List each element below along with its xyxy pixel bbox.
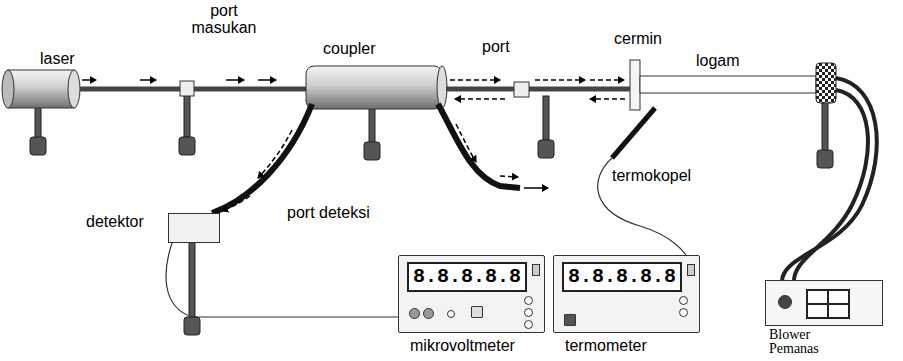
instrument-label: termometer [565, 337, 647, 355]
window-bar [808, 303, 848, 305]
control-knob [524, 296, 533, 305]
instrument-label: mikrovoltmeter [410, 337, 515, 355]
control-knob [423, 308, 434, 319]
part-label: port deteksi [287, 204, 370, 222]
control-knob [471, 306, 483, 318]
blower-housing [765, 280, 883, 326]
control-knob [564, 314, 576, 326]
part-label: port [482, 38, 510, 56]
part-label: port masukan [188, 2, 260, 36]
part-label: laser [40, 50, 75, 68]
control-knob [679, 308, 688, 317]
blower-label: Blower Pemanas [769, 328, 841, 356]
meter-indicator [687, 264, 695, 276]
digital-display: 8.8.8.8.8 [562, 262, 682, 292]
part-label: cermin [614, 30, 662, 48]
control-knob [524, 308, 533, 317]
control-knob [679, 296, 688, 305]
instrument: Blower Pemanas [765, 280, 883, 358]
signal-wire [166, 243, 398, 317]
control-knob [524, 320, 533, 329]
detector-label: detektor [86, 213, 144, 231]
control-knob [409, 308, 420, 319]
instrument: 8.8.8.8.8 mikrovoltmeter [398, 255, 543, 357]
control-knob [778, 295, 792, 309]
blower-window [806, 289, 850, 319]
meter-indicator [532, 264, 540, 276]
instrument: detektor [86, 205, 220, 245]
meter-housing: 8.8.8.8.8 [398, 255, 545, 333]
instrument: 8.8.8.8.8 termometer [553, 255, 698, 357]
detector-box [168, 213, 220, 243]
control-knob [447, 310, 455, 318]
part-label: termokopel [612, 167, 691, 185]
part-label: logam [696, 52, 740, 70]
meter-housing: 8.8.8.8.8 [553, 255, 700, 333]
digital-display: 8.8.8.8.8 [407, 262, 527, 292]
part-label: coupler [323, 40, 375, 58]
